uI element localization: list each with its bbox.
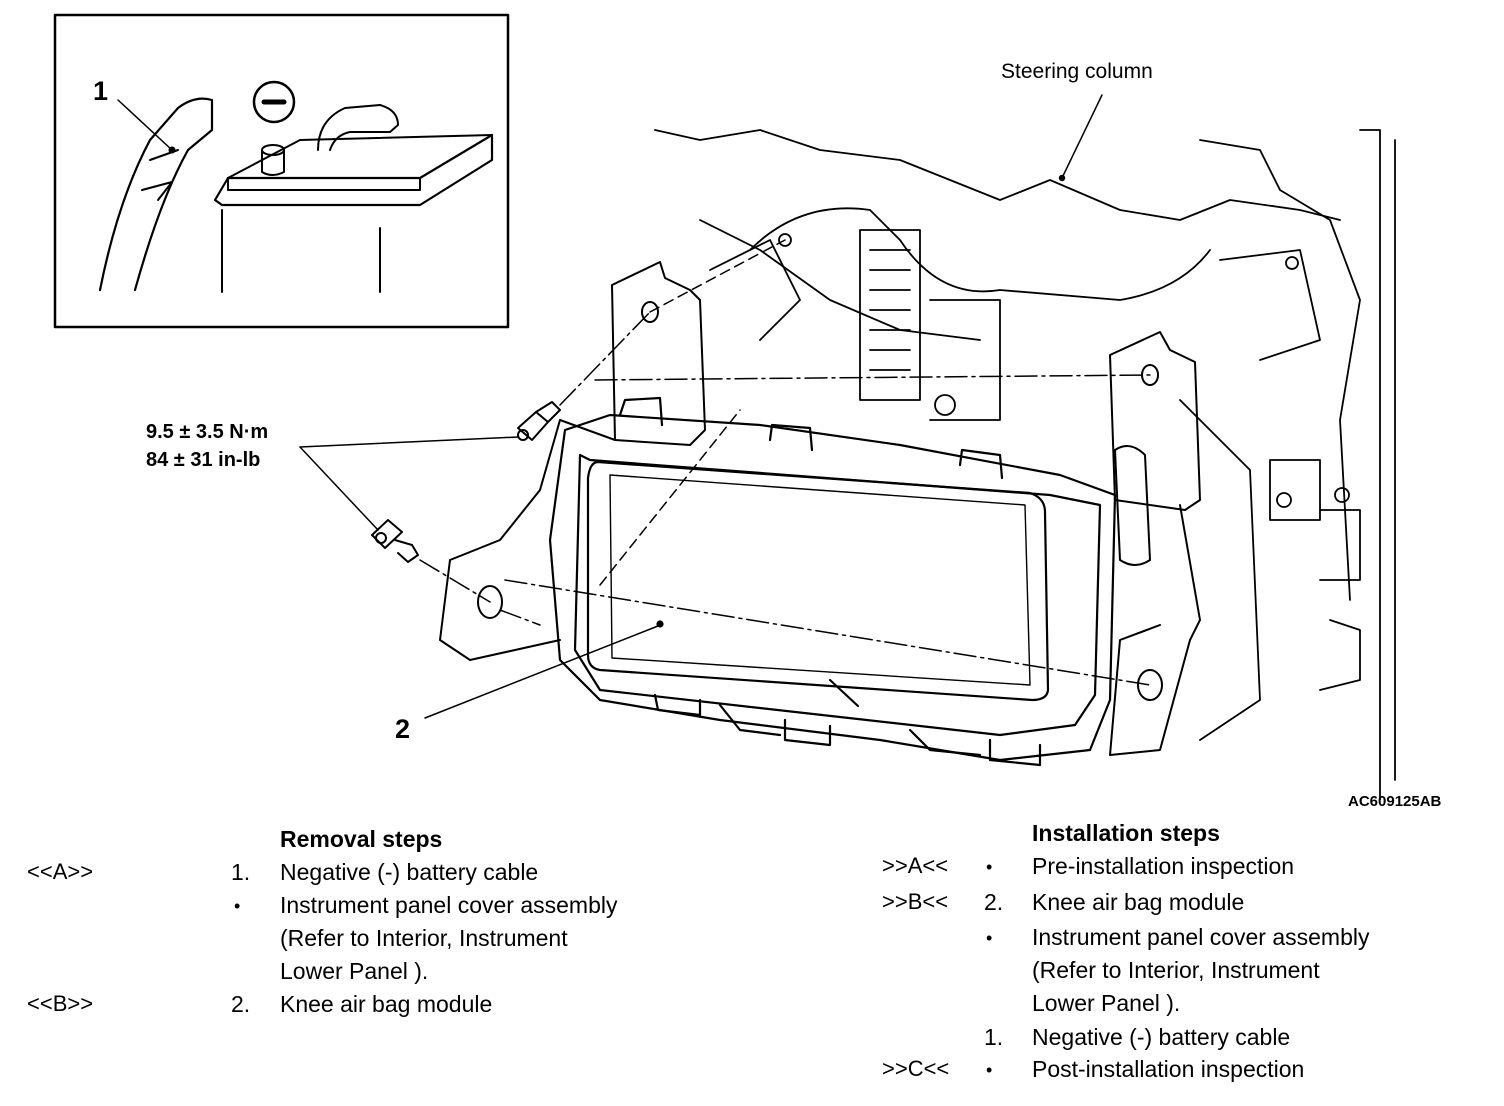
step-text: Instrument panel cover assembly — [280, 892, 618, 918]
battery-inset — [53, 13, 510, 329]
torque-nm-label: 9.5 ± 3.5 N·m — [146, 421, 269, 443]
knee-airbag-module — [586, 460, 1050, 708]
step-tag: >>B<< — [882, 889, 949, 914]
removal-row: • Instrument panel cover assembly — [0, 892, 720, 924]
step-number: 1. — [231, 859, 251, 885]
step-text: Negative (-) battery cable — [280, 859, 539, 885]
bullet-icon: • — [986, 857, 993, 877]
installation-row: 1. Negative (-) battery cable — [860, 1024, 1480, 1056]
module-callout-2: 2 — [395, 714, 411, 744]
step-tag: <<A>> — [27, 859, 94, 884]
left-bracket — [439, 261, 706, 661]
step-text: Lower Panel ). — [280, 958, 429, 984]
removal-heading: Removal steps — [280, 826, 443, 852]
bullet-icon: • — [986, 1060, 993, 1080]
bolt-upper — [517, 401, 561, 441]
steering-column — [654, 129, 1396, 800]
airbag-module-frame — [548, 396, 1117, 767]
step-text: (Refer to Interior, Instrument — [280, 925, 568, 951]
alignment-lines — [419, 239, 1151, 686]
step-tag: >>A<< — [882, 853, 949, 878]
step-text: Negative (-) battery cable — [1032, 1024, 1291, 1050]
step-text: Post-installation inspection — [1032, 1056, 1305, 1082]
installation-heading: Installation steps — [1032, 820, 1220, 846]
step-number: 1. — [984, 1024, 1004, 1050]
step-text: Knee air bag module — [280, 991, 493, 1017]
step-tag: >>C<< — [882, 1056, 950, 1081]
removal-row: <<A>> 1. Negative (-) battery cable — [0, 859, 720, 891]
removal-row: Lower Panel ). — [0, 958, 720, 990]
step-text: Lower Panel ). — [1032, 990, 1181, 1016]
bullet-icon: • — [234, 896, 241, 916]
installation-row: Lower Panel ). — [860, 990, 1480, 1022]
steering-column-label: Steering column — [1001, 60, 1153, 83]
installation-row: >>B<< 2. Knee air bag module — [860, 889, 1480, 921]
step-number: 2. — [984, 889, 1004, 915]
inset-callout-1: 1 — [93, 76, 109, 106]
installation-row: • Instrument panel cover assembly — [860, 924, 1480, 956]
step-tag: <<B>> — [27, 991, 94, 1016]
removal-row: <<B>> 2. Knee air bag module — [0, 991, 720, 1023]
step-text: Pre-installation inspection — [1032, 853, 1295, 879]
step-text: Knee air bag module — [1032, 889, 1245, 915]
leader-lines — [299, 94, 1103, 719]
step-number: 2. — [231, 991, 251, 1017]
bullet-icon: • — [986, 928, 993, 948]
step-text: Instrument panel cover assembly — [1032, 924, 1370, 950]
installation-row: >>A<< • Pre-installation inspection — [860, 853, 1480, 885]
bolt-lower — [371, 519, 419, 563]
right-bracket — [1109, 331, 1201, 756]
removal-row: (Refer to Interior, Instrument — [0, 925, 720, 957]
step-text: (Refer to Interior, Instrument — [1032, 957, 1320, 983]
knee-airbag-diagram — [53, 13, 1396, 800]
figure-id: AC609125AB — [1348, 793, 1442, 810]
torque-inlb-label: 84 ± 31 in-lb — [146, 449, 261, 471]
installation-row: (Refer to Interior, Instrument — [860, 957, 1480, 989]
installation-row: >>C<< • Post-installation inspection — [860, 1056, 1480, 1088]
